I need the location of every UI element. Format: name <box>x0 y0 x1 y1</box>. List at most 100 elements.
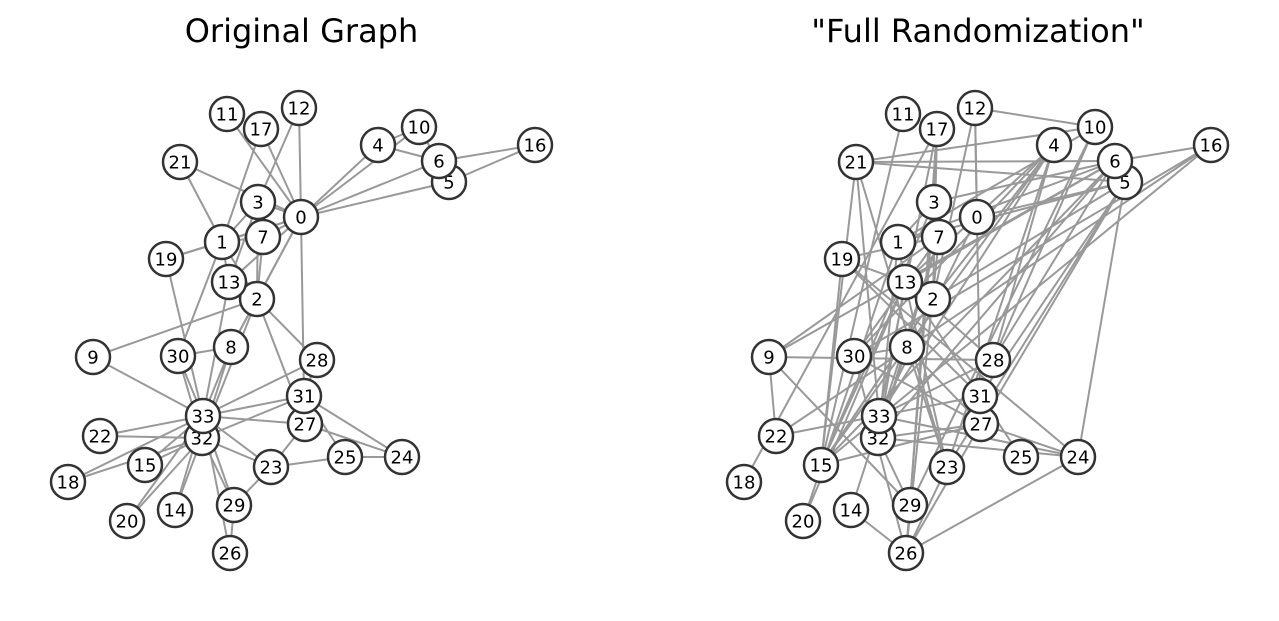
node-label: 16 <box>1200 136 1223 157</box>
edge-2-5 <box>932 181 1126 300</box>
edge-21-5 <box>855 161 1126 183</box>
edge-26-24 <box>905 456 1079 554</box>
edge-0-11 <box>226 113 302 218</box>
node-25: 25 <box>326 438 364 476</box>
node-14: 14 <box>832 491 870 529</box>
edge-21-33 <box>855 161 880 417</box>
node-13: 13 <box>210 263 248 301</box>
node-label: 7 <box>933 228 944 249</box>
node-label: 32 <box>867 429 890 450</box>
edge-5-27 <box>980 181 1126 425</box>
node-label: 14 <box>164 501 187 522</box>
node-circle <box>1059 438 1097 476</box>
node-label: 27 <box>970 415 993 436</box>
node-label: 21 <box>169 153 192 174</box>
node-28: 28 <box>974 341 1012 379</box>
node-circle <box>888 328 926 366</box>
node-16: 16 <box>516 126 554 164</box>
edge-20-32 <box>126 437 203 522</box>
node-18: 18 <box>49 463 87 501</box>
node-circle <box>879 223 917 261</box>
node-21: 21 <box>161 143 199 181</box>
node-label: 22 <box>765 427 788 448</box>
node-9: 9 <box>74 338 112 376</box>
node-label: 29 <box>223 496 246 517</box>
node-label: 28 <box>306 351 329 372</box>
node-circle <box>516 126 554 164</box>
node-circle <box>242 110 280 148</box>
node-label: 6 <box>1109 152 1120 173</box>
edge-3-6 <box>933 160 1116 203</box>
node-33: 33 <box>184 397 222 435</box>
node-circle <box>81 417 119 455</box>
node-label: 2 <box>927 290 938 311</box>
node-16: 16 <box>1192 126 1230 164</box>
edge-0-5 <box>300 181 450 218</box>
edge-21-23 <box>855 161 948 468</box>
node-label: 3 <box>928 193 939 214</box>
node-label: 24 <box>1067 448 1090 469</box>
edge-2-12 <box>932 107 976 300</box>
node-circle <box>928 448 966 486</box>
node-label: 7 <box>257 228 268 249</box>
edge-31-32 <box>201 395 305 439</box>
node-label: 27 <box>294 415 317 436</box>
node-circle <box>212 328 250 366</box>
node-circle <box>252 448 290 486</box>
node-26: 26 <box>211 534 249 572</box>
node-31: 31 <box>961 377 999 415</box>
node-label: 18 <box>57 473 80 494</box>
edge-9-33 <box>92 356 204 417</box>
node-7: 7 <box>244 218 282 256</box>
node-label: 17 <box>926 120 949 141</box>
node-circle <box>383 438 421 476</box>
node-circle <box>239 183 277 221</box>
node-19: 19 <box>823 240 861 278</box>
edge-9-28 <box>768 356 994 361</box>
node-22: 22 <box>757 417 795 455</box>
node-label: 33 <box>192 407 215 428</box>
node-label: 10 <box>1084 118 1107 139</box>
node-circle <box>835 337 873 375</box>
node-29: 29 <box>891 486 929 524</box>
node-circle <box>359 126 397 164</box>
node-label: 31 <box>969 387 992 408</box>
node-1: 1 <box>879 223 917 261</box>
node-0: 0 <box>958 198 996 236</box>
node-2: 2 <box>238 280 276 318</box>
edge-4-33 <box>878 144 1055 417</box>
node-label: 13 <box>894 273 917 294</box>
node-label: 29 <box>899 496 922 517</box>
node-24: 24 <box>1059 438 1097 476</box>
edge-19-31 <box>841 258 981 397</box>
node-circle <box>1035 126 1073 164</box>
node-label: 17 <box>250 120 273 141</box>
node-label: 6 <box>433 152 444 173</box>
node-label: 9 <box>763 348 774 369</box>
node-label: 11 <box>216 105 239 126</box>
node-6: 6 <box>1096 142 1134 180</box>
node-circle <box>400 108 438 146</box>
node-26: 26 <box>887 534 925 572</box>
node-label: 20 <box>792 512 815 533</box>
node-1: 1 <box>203 223 241 261</box>
node-label: 21 <box>845 153 868 174</box>
node-circle <box>49 463 87 501</box>
node-label: 4 <box>372 136 383 157</box>
node-circle <box>326 438 364 476</box>
node-circle <box>860 397 898 435</box>
edge-19-33 <box>165 258 204 417</box>
edge-5-0 <box>976 181 1126 218</box>
node-31: 31 <box>285 377 323 415</box>
edge-5-24 <box>1077 181 1126 458</box>
node-circle <box>914 280 952 318</box>
edge-15-2 <box>820 298 934 466</box>
edge-0-6 <box>300 160 440 218</box>
node-label: 1 <box>216 233 227 254</box>
node-label: 15 <box>810 456 833 477</box>
node-circle <box>285 377 323 415</box>
node-circle <box>802 446 840 484</box>
node-label: 19 <box>155 250 178 271</box>
